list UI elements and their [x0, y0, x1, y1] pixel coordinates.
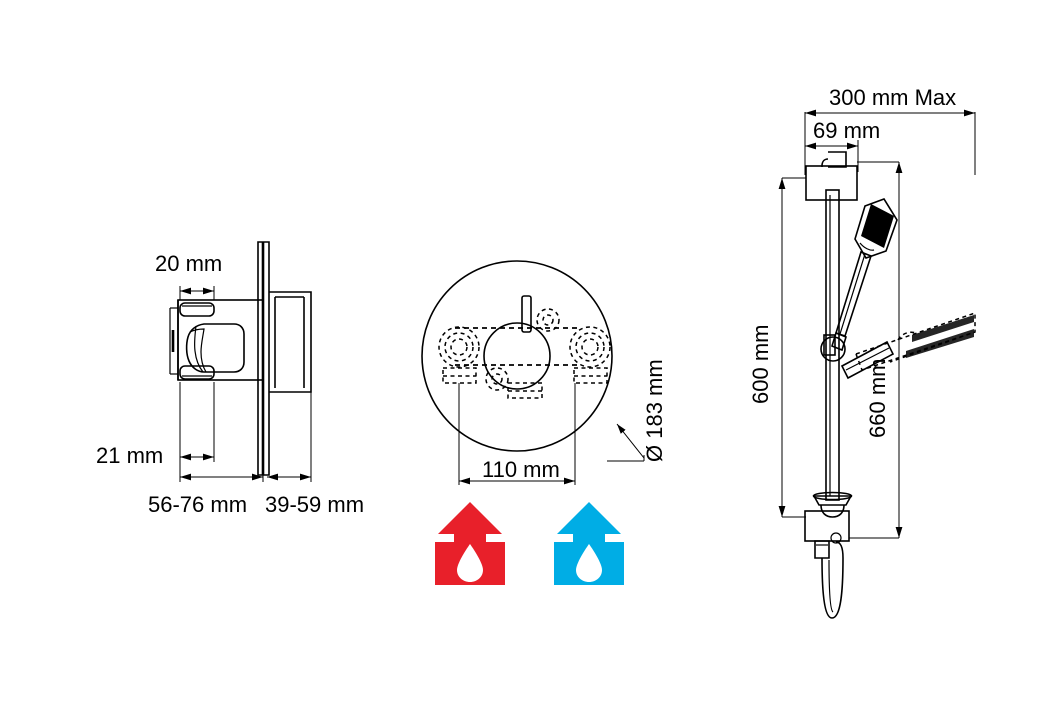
view-rail-kit: 300 mm Max 69 mm	[748, 85, 976, 619]
dimension-21mm: 21 mm	[96, 382, 215, 468]
dimension-label-69mm: 69 mm	[813, 118, 880, 143]
hidden-fastener-lower-left	[485, 367, 509, 391]
dimension-label-300mm-max: 300 mm Max	[829, 85, 956, 110]
dimension-diameter-183mm: Ø 183 mm	[607, 359, 667, 462]
shower-handset-upright	[831, 198, 898, 352]
view-side-section: 20 mm 21 mm 56-76 mm 39-59 mm	[96, 241, 364, 517]
rail-top-bracket	[805, 151, 858, 201]
shower-hose	[814, 540, 844, 619]
valve-outer-body	[269, 291, 312, 393]
dimension-20mm: 20 mm	[155, 251, 222, 300]
lower-outlet-boss	[179, 365, 215, 380]
dimension-label-600mm: 600 mm	[748, 325, 773, 404]
hot-water-supply-icon	[435, 502, 505, 585]
dimension-wall-depths: 56-76 mm 39-59 mm	[148, 380, 364, 517]
valve-cartridge-profile	[185, 323, 245, 373]
hidden-fastener-upper-right	[536, 308, 560, 332]
rail-slider-holder	[820, 334, 846, 362]
hidden-inlet-left	[438, 326, 480, 384]
upper-inlet-boss	[179, 302, 215, 317]
dimension-label-21mm: 21 mm	[96, 443, 163, 468]
cartridge-circle	[483, 322, 551, 390]
shower-handset-phantom-position	[840, 311, 976, 380]
hidden-outlet-bottom	[507, 382, 543, 399]
valve-body-box	[169, 299, 264, 381]
faceplate-outer-circle	[421, 260, 613, 452]
supply-direction-icons	[435, 502, 624, 585]
dimension-69mm: 69 mm	[804, 118, 880, 172]
hidden-inlet-right	[569, 326, 611, 384]
indicator-tab	[521, 295, 532, 333]
dimension-660mm: 660 mm	[849, 161, 903, 539]
cold-water-supply-icon	[554, 502, 624, 585]
dimension-label-183mm: Ø 183 mm	[642, 359, 667, 462]
hidden-mounting-rails	[455, 327, 580, 366]
dimension-label-39-59mm: 39-59 mm	[265, 492, 364, 517]
dimension-600mm: 600 mm	[748, 177, 806, 518]
dimension-label-56-76mm: 56-76 mm	[148, 492, 247, 517]
dimension-label-110mm: 110 mm	[482, 457, 560, 482]
rail-bottom-bracket	[804, 491, 853, 544]
dimension-110mm: 110 mm	[458, 383, 576, 485]
view-front-plate: 110 mm Ø 183 mm	[421, 260, 667, 485]
dimension-label-660mm: 660 mm	[865, 359, 890, 438]
dimension-300mm-max: 300 mm Max	[804, 85, 976, 175]
dimension-label-20mm: 20 mm	[155, 251, 222, 276]
